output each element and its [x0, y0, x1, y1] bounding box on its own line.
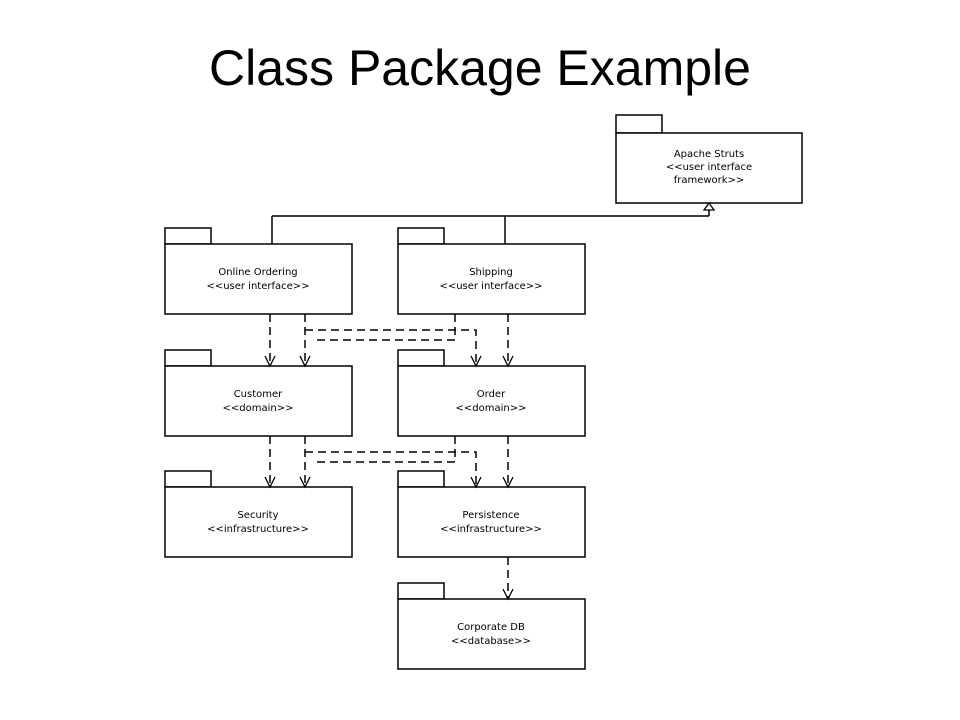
package-stereotype: <<user interface>> — [439, 281, 542, 292]
package-name: Corporate DB — [457, 622, 525, 633]
package-stereotype: <<user interface — [666, 162, 752, 173]
package-stereotype: <<domain>> — [223, 403, 294, 414]
package-stereotype: <<infrastructure>> — [440, 524, 542, 535]
package-stereotype: <<user interface>> — [206, 281, 309, 292]
package-stereotype: <<database>> — [451, 636, 531, 647]
page-title: Class Package Example — [209, 40, 751, 96]
package-stereotype: <<infrastructure>> — [207, 524, 309, 535]
dependency-shipping-to-customer — [312, 314, 456, 341]
generalization-to-apache-struts — [271, 201, 716, 244]
package-online-ordering[interactable]: Online Ordering <<user interface>> — [164, 227, 353, 315]
package-corporate-db[interactable]: Corporate DB <<database>> — [397, 582, 586, 670]
package-name: Customer — [234, 389, 283, 400]
dependency-customer-to-security — [264, 436, 276, 489]
dependency-shipping-to-order — [502, 314, 514, 368]
dependency-order-to-security — [312, 436, 456, 463]
package-stereotype: framework>> — [674, 175, 745, 186]
package-shipping[interactable]: Shipping <<user interface>> — [397, 227, 586, 315]
dependency-order-to-persistence — [502, 436, 514, 489]
package-customer[interactable]: Customer <<domain>> — [164, 349, 353, 437]
package-security[interactable]: Security <<infrastructure>> — [164, 470, 353, 558]
package-name: Persistence — [462, 510, 519, 521]
package-name: Order — [477, 389, 506, 400]
dependency-online-to-customer — [264, 314, 276, 368]
dependency-customer-to-persistence — [305, 451, 482, 489]
package-name: Security — [237, 510, 278, 521]
dependency-online-to-customer-2 — [299, 314, 311, 368]
dependency-customer-to-security-2 — [299, 436, 311, 489]
package-name: Apache Struts — [674, 149, 744, 160]
package-persistence[interactable]: Persistence <<infrastructure>> — [397, 470, 586, 558]
package-name: Shipping — [469, 267, 513, 278]
generalization-arrowhead — [702, 201, 716, 211]
package-order[interactable]: Order <<domain>> — [397, 349, 586, 437]
package-apache-struts[interactable]: Apache Struts <<user interface framework… — [615, 114, 803, 204]
dependency-online-to-order — [305, 329, 482, 368]
dependency-persistence-to-corporate-db — [502, 557, 514, 601]
package-stereotype: <<domain>> — [456, 403, 527, 414]
package-name: Online Ordering — [218, 267, 297, 278]
